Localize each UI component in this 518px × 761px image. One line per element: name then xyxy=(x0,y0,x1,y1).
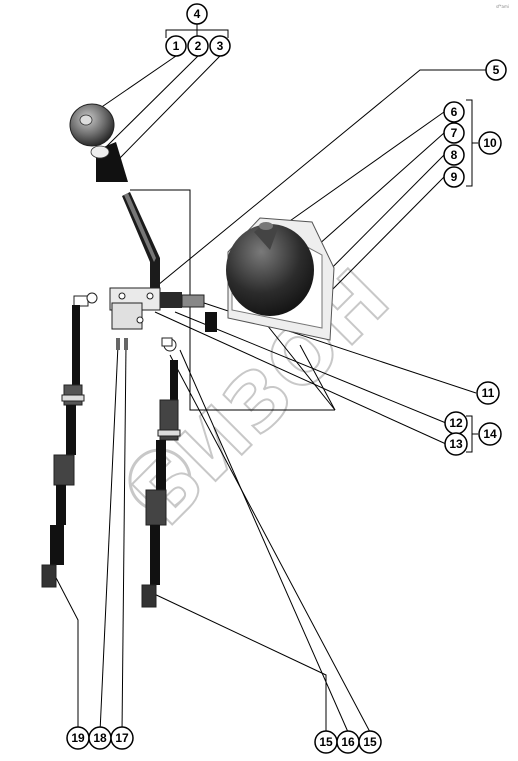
callout-19: 19 xyxy=(66,726,90,750)
callout-4: 4 xyxy=(186,3,208,25)
callout-7: 7 xyxy=(443,122,465,144)
callout-5: 5 xyxy=(485,59,507,81)
svg-text:13: 13 xyxy=(449,437,463,451)
pivot-bracket xyxy=(109,287,217,332)
callout-12: 12 xyxy=(444,411,468,435)
svg-text:18: 18 xyxy=(93,731,107,745)
right-shift-cable xyxy=(141,337,181,608)
callout-18: 18 xyxy=(88,726,112,750)
svg-text:4: 4 xyxy=(194,7,201,21)
svg-text:6: 6 xyxy=(451,105,458,119)
corner-mark: sf*ami xyxy=(496,4,509,9)
callout-16: 16 xyxy=(336,730,360,754)
svg-text:9: 9 xyxy=(451,170,458,184)
shift-lever xyxy=(122,192,160,288)
callout-3: 3 xyxy=(209,35,231,57)
link-rods xyxy=(116,338,128,350)
callout-1: 1 xyxy=(165,35,187,57)
svg-text:8: 8 xyxy=(451,148,458,162)
part-callouts: 4 1 2 3 5 6 7 8 xyxy=(66,3,507,754)
callout-8: 8 xyxy=(443,144,465,166)
callout-15-left: 15 xyxy=(314,730,338,754)
svg-text:15: 15 xyxy=(319,735,333,749)
svg-text:2: 2 xyxy=(195,39,202,53)
callout-11: 11 xyxy=(476,381,500,405)
callout-10: 10 xyxy=(478,131,502,155)
svg-text:19: 19 xyxy=(71,731,85,745)
svg-text:12: 12 xyxy=(449,416,463,430)
svg-text:1: 1 xyxy=(173,39,180,53)
svg-text:14: 14 xyxy=(483,427,497,441)
callout-13: 13 xyxy=(444,432,468,456)
callout-14: 14 xyxy=(478,422,502,446)
svg-text:5: 5 xyxy=(493,63,500,77)
svg-text:3: 3 xyxy=(217,39,224,53)
left-shift-cable xyxy=(41,292,98,588)
shifter-boot xyxy=(226,217,335,341)
callout-2: 2 xyxy=(187,35,209,57)
callout-6: 6 xyxy=(443,101,465,123)
svg-text:16: 16 xyxy=(341,735,355,749)
callout-9: 9 xyxy=(443,166,465,188)
svg-text:15: 15 xyxy=(363,735,377,749)
gear-knob xyxy=(69,103,128,182)
svg-text:10: 10 xyxy=(483,136,497,150)
callout-17: 17 xyxy=(110,726,134,750)
svg-text:7: 7 xyxy=(451,126,458,140)
callout-15-right: 15 xyxy=(358,730,382,754)
svg-text:11: 11 xyxy=(482,386,495,400)
svg-text:17: 17 xyxy=(115,731,129,745)
